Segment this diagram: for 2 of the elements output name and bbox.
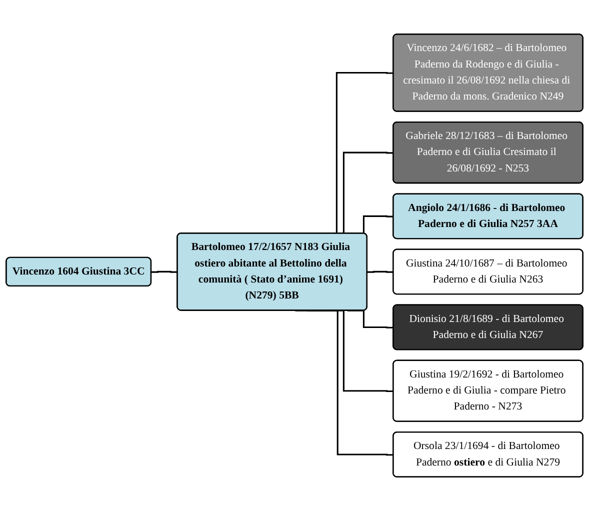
connector [367,270,394,273]
connector [151,270,178,273]
